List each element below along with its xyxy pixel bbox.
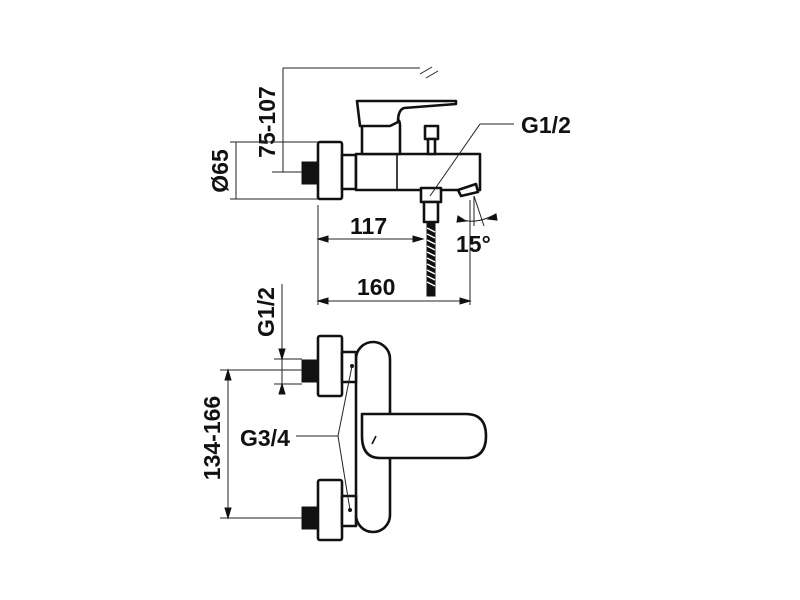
- front-view: G1/2 134-166 G3/4: [199, 284, 488, 542]
- bottom-wall-nut: [316, 478, 344, 542]
- lever-handle: [355, 99, 458, 128]
- total-depth-label: 160: [357, 274, 395, 300]
- spout-height-label: 75-107: [254, 86, 280, 158]
- bottom-eccentric: [301, 506, 319, 530]
- outlet-thread-label: G1/2: [521, 112, 571, 138]
- side-view: 75-107 Ø65 G1/2 117 160 15°: [207, 66, 571, 305]
- spout-angle-label: 15°: [456, 231, 491, 257]
- shower-hose: [426, 221, 436, 297]
- wall-nut: [316, 140, 344, 201]
- inlet-thread-top-label: G1/2: [253, 287, 279, 337]
- top-eccentric: [301, 359, 319, 383]
- spout-outlet: [456, 182, 480, 198]
- connection-spacing-label: 134-166: [199, 396, 225, 480]
- diverter-knob: [423, 124, 440, 141]
- diameter-label: Ø65: [207, 149, 233, 193]
- mixer-body: [354, 152, 482, 192]
- body-neck: [340, 153, 358, 191]
- top-wall-nut: [316, 334, 344, 398]
- inlet-thread-side-label: G3/4: [240, 425, 290, 451]
- front-lever: [360, 412, 488, 460]
- eccentric-fitting: [301, 161, 319, 185]
- outlet-distance-label: 117: [350, 213, 387, 239]
